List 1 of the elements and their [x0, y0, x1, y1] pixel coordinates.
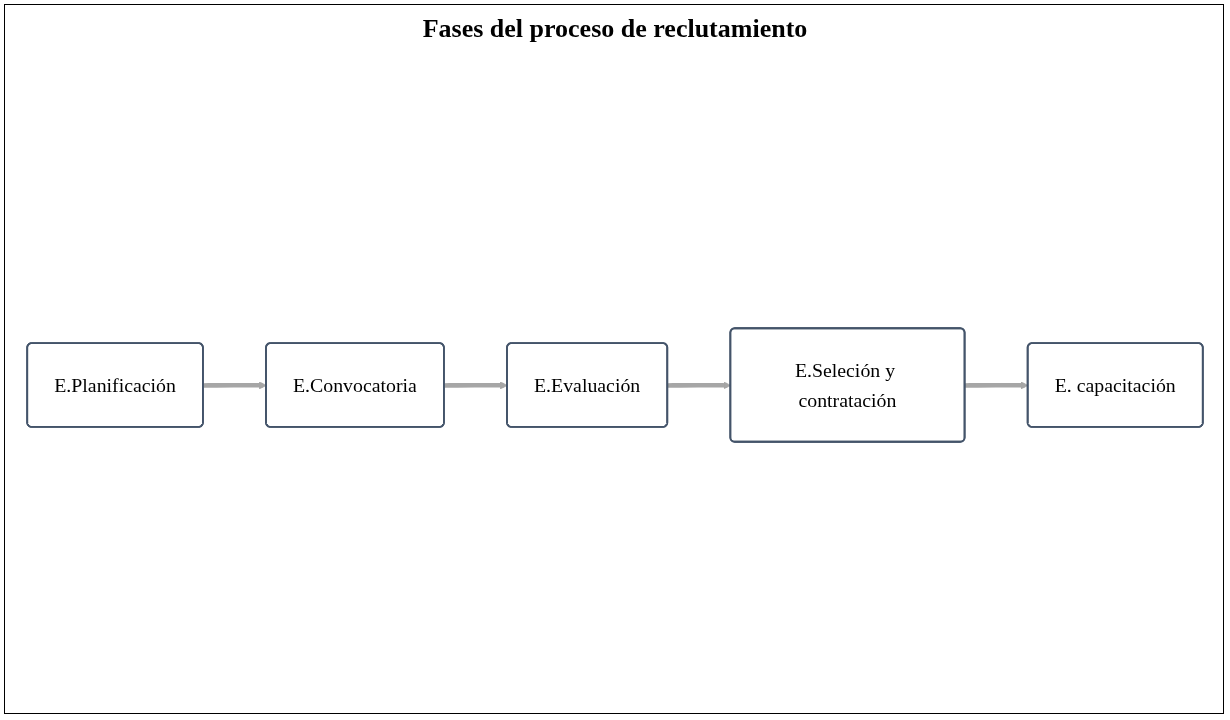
diagram-title: Fases del proceso de reclutamiento [421, 14, 809, 44]
